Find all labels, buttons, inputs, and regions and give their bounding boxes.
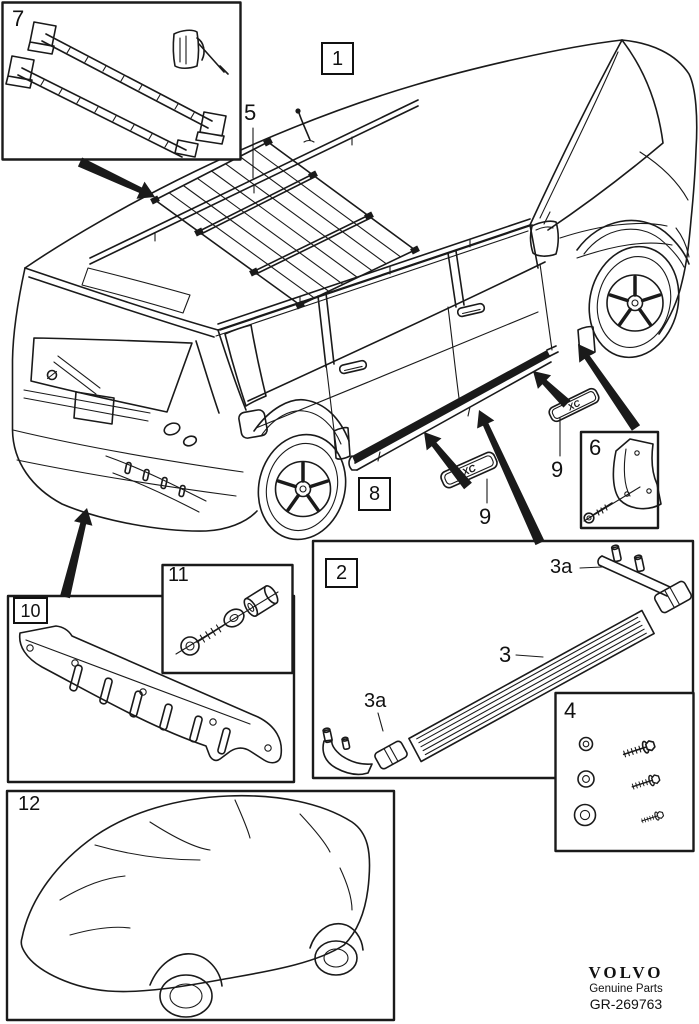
callout-9-front: 9 (551, 457, 564, 482)
reference-number: GR-269763 (589, 996, 663, 1013)
callout-3: 3 (499, 642, 512, 667)
vehicle-illustration (11, 39, 698, 541)
callout-6: 6 (589, 435, 602, 460)
panel-12-car-cover (5, 789, 396, 1022)
panel-7-roof-bars (1, 1, 242, 161)
panel-6-mud-flap (579, 430, 662, 530)
callout-3a-upper: 3a (550, 556, 573, 578)
framed-callout-10: 10 (13, 597, 48, 624)
callout-4: 4 (564, 698, 577, 723)
callout-5: 5 (244, 100, 257, 125)
framed-callout-2: 2 (325, 558, 358, 588)
framed-callout-8: 8 (358, 477, 391, 511)
footer-brand-block: VOLVO Genuine Parts GR-269763 (566, 963, 686, 1014)
panel-4-hardware (554, 691, 695, 853)
callout-3a-lower: 3a (364, 690, 387, 712)
callout-9-rear: 9 (479, 504, 492, 529)
genuine-parts-label: Genuine Parts (589, 982, 663, 995)
volvo-logo: VOLVO (588, 963, 664, 982)
panel-11-fastener-kit (161, 563, 294, 675)
tread-plate-front: XC (548, 387, 600, 423)
callout-11: 11 (168, 564, 189, 586)
leader-lines (252, 127, 561, 504)
callout-arrows (60, 157, 641, 599)
callout-12: 12 (18, 793, 41, 815)
callout-7: 7 (12, 6, 25, 31)
framed-callout-1: 1 (321, 42, 354, 75)
roof-load-carrier (150, 137, 420, 310)
